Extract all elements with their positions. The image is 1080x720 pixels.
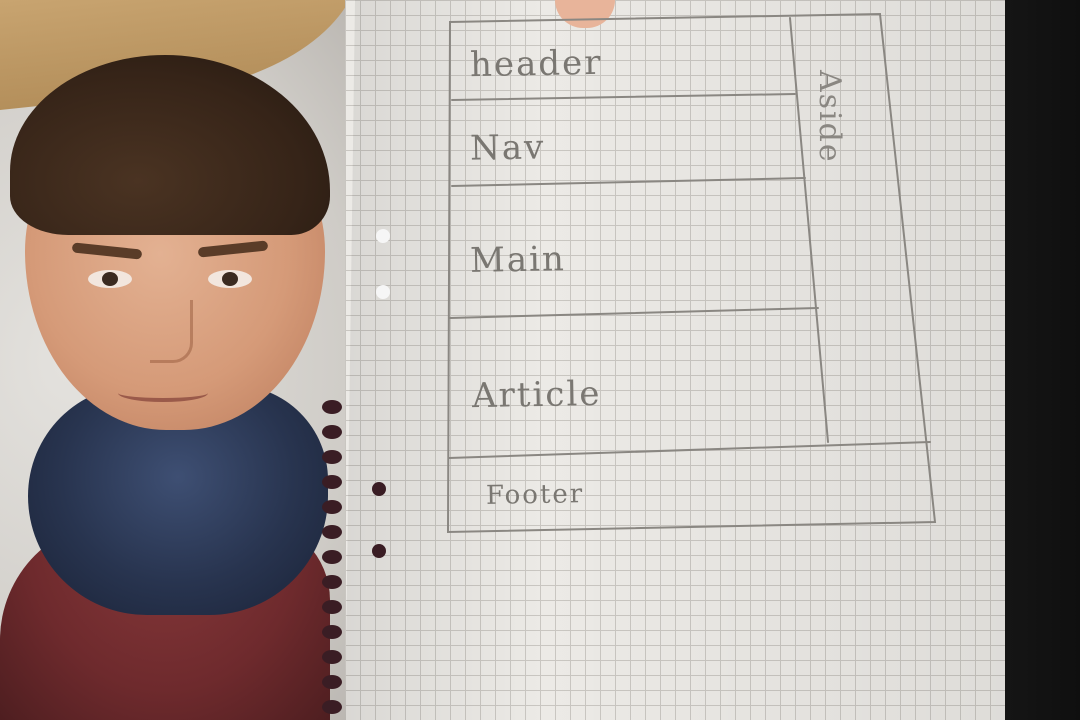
person [0, 0, 340, 720]
spiral-ring [322, 475, 342, 489]
sketch-label-aside: Aside [812, 70, 847, 164]
graph-paper-sheet [345, 0, 1005, 720]
sketch-label-nav: Nav [469, 127, 546, 169]
spiral-ring [322, 525, 342, 539]
sketch-label-article: Article [471, 373, 602, 417]
hair [10, 55, 330, 235]
spiral-ring [322, 700, 342, 714]
nose [150, 300, 193, 363]
punch-hole [376, 285, 390, 299]
punch-hole [372, 482, 386, 496]
right-eye [208, 270, 252, 288]
spiral-ring [322, 600, 342, 614]
spiral-ring [322, 450, 342, 464]
spiral-ring [322, 650, 342, 664]
sketch-label-footer: Footer [485, 479, 585, 511]
spiral-ring [322, 625, 342, 639]
punch-hole [376, 229, 390, 243]
spiral-ring [322, 675, 342, 689]
notebook-spiral-holes [322, 30, 348, 720]
mouth [118, 384, 208, 402]
punch-hole [372, 544, 386, 558]
spiral-ring [322, 425, 342, 439]
left-eye [88, 270, 132, 288]
sketch-label-main: Main [469, 239, 567, 281]
spiral-ring [322, 550, 342, 564]
sketch-label-header: header [469, 42, 603, 86]
spiral-ring [322, 400, 342, 414]
spiral-ring [322, 500, 342, 514]
spiral-ring [322, 575, 342, 589]
